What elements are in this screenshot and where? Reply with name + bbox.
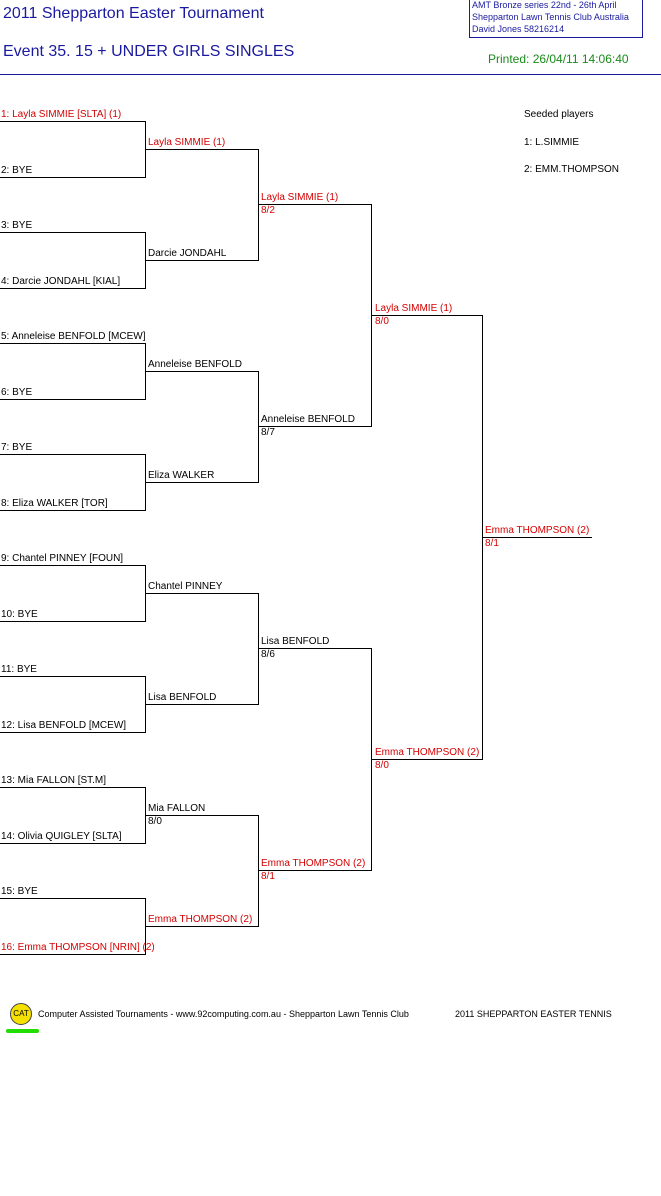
bracket-line <box>145 704 259 705</box>
bracket-line <box>0 510 146 511</box>
round3-entry: Anneleise BENFOLD <box>261 414 355 425</box>
bracket-line <box>258 593 259 705</box>
info-line-2: Shepparton Lawn Tennis Club Australia <box>472 12 629 22</box>
bracket-line <box>145 593 259 594</box>
round1-entry: 15: BYE <box>1 886 38 897</box>
bracket-line <box>0 454 146 455</box>
bracket-line <box>145 482 259 483</box>
tournament-title: 2011 Shepparton Easter Tournament <box>3 5 264 22</box>
bracket-line <box>258 204 372 205</box>
round4-entry: Layla SIMMIE (1) <box>375 303 453 314</box>
round2-entry: Anneleise BENFOLD <box>148 359 242 370</box>
info-line-3: David Jones 58216214 <box>472 24 565 34</box>
seeded-item: 1: L.SIMMIE <box>524 137 580 148</box>
round1-entry: 3: BYE <box>1 220 33 231</box>
bracket-line <box>145 815 259 816</box>
seeded-item: 2: EMM.THOMPSON <box>524 164 620 175</box>
info-line-1: AMT Bronze series 22nd - 26th April <box>472 0 617 10</box>
round1-entry: 11: BYE <box>1 664 37 675</box>
bracket-line <box>145 371 259 372</box>
round3-entry: Lisa BENFOLD <box>261 636 330 647</box>
round1-entry: 6: BYE <box>1 387 33 398</box>
cat-logo: CAT <box>10 1003 32 1025</box>
round2-entry: Mia FALLON <box>148 803 206 814</box>
bracket-line <box>0 232 146 233</box>
bracket-line <box>371 759 483 760</box>
printed-timestamp: Printed: 26/04/11 14:06:40 <box>488 52 629 66</box>
round2-entry: Emma THOMPSON (2) <box>148 914 253 925</box>
footer-credit: Computer Assisted Tournaments - www.92co… <box>38 1009 409 1019</box>
champion-score: 8/1 <box>485 538 499 549</box>
round4-score: 8/0 <box>375 316 389 327</box>
round2-entry: Lisa BENFOLD <box>148 692 217 703</box>
round3-entry: Emma THOMPSON (2) <box>261 858 366 869</box>
round1-entry: 13: Mia FALLON [ST.M] <box>1 775 107 786</box>
bracket-line <box>0 343 146 344</box>
bracket-line <box>0 676 146 677</box>
round2-entry: Chantel PINNEY <box>148 581 223 592</box>
bracket-line <box>145 926 259 927</box>
bracket-line <box>258 870 372 871</box>
cat-logo-text: CAT <box>13 1009 29 1018</box>
round1-entry: 5: Anneleise BENFOLD [MCEW] <box>1 331 146 342</box>
bracket-line <box>0 565 146 566</box>
round2-entry: Eliza WALKER <box>148 470 215 481</box>
bracket-line <box>371 315 483 316</box>
cat-logo-underline <box>6 1029 39 1033</box>
round3-score: 8/2 <box>261 205 275 216</box>
round1-entry: 16: Emma THOMPSON [NRIN] (2) <box>1 942 155 953</box>
bracket-line <box>258 371 259 483</box>
bracket-line <box>0 898 146 899</box>
round3-score: 8/6 <box>261 649 275 660</box>
bracket-line <box>258 815 259 927</box>
bracket-line <box>145 149 259 150</box>
round2-score: 8/0 <box>148 816 162 827</box>
round4-entry: Emma THOMPSON (2) <box>375 747 480 758</box>
bracket-line <box>258 648 372 649</box>
round4-score: 8/0 <box>375 760 389 771</box>
bracket-line <box>0 399 146 400</box>
tournament-info-box <box>469 0 643 38</box>
round1-entry: 4: Darcie JONDAHL [KIAL] <box>1 276 121 287</box>
champion-entry: Emma THOMPSON (2) <box>485 525 590 536</box>
bracket-line <box>258 426 372 427</box>
bracket-line <box>0 621 146 622</box>
bracket-line <box>482 537 592 538</box>
bracket-line <box>0 732 146 733</box>
round1-entry: 1: Layla SIMMIE [SLTA] (1) <box>1 109 122 120</box>
round3-score: 8/7 <box>261 427 275 438</box>
bracket-line <box>0 954 146 955</box>
round1-entry: 10: BYE <box>1 609 38 620</box>
round1-entry: 14: Olivia QUIGLEY [SLTA] <box>1 831 122 842</box>
round2-entry: Layla SIMMIE (1) <box>148 137 226 148</box>
round2-entry: Darcie JONDAHL <box>148 248 227 259</box>
round1-entry: 9: Chantel PINNEY [FOUN] <box>1 553 124 564</box>
round3-entry: Layla SIMMIE (1) <box>261 192 339 203</box>
bracket-line <box>0 177 146 178</box>
bracket-line <box>0 121 146 122</box>
round1-entry: 8: Eliza WALKER [TOR] <box>1 498 108 509</box>
bracket-line <box>0 787 146 788</box>
event-title: Event 35. 15 + UNDER GIRLS SINGLES <box>3 43 295 60</box>
bracket-line <box>0 288 146 289</box>
header-divider <box>0 74 661 75</box>
bracket-line <box>258 149 259 261</box>
footer-event-name: 2011 SHEPPARTON EASTER TENNIS <box>455 1009 612 1019</box>
round1-entry: 12: Lisa BENFOLD [MCEW] <box>1 720 127 731</box>
round1-entry: 2: BYE <box>1 165 33 176</box>
round1-entry: 7: BYE <box>1 442 33 453</box>
bracket-line <box>145 260 259 261</box>
round3-score: 8/1 <box>261 871 275 882</box>
seeded-heading: Seeded players <box>524 109 594 120</box>
bracket-line <box>0 843 146 844</box>
